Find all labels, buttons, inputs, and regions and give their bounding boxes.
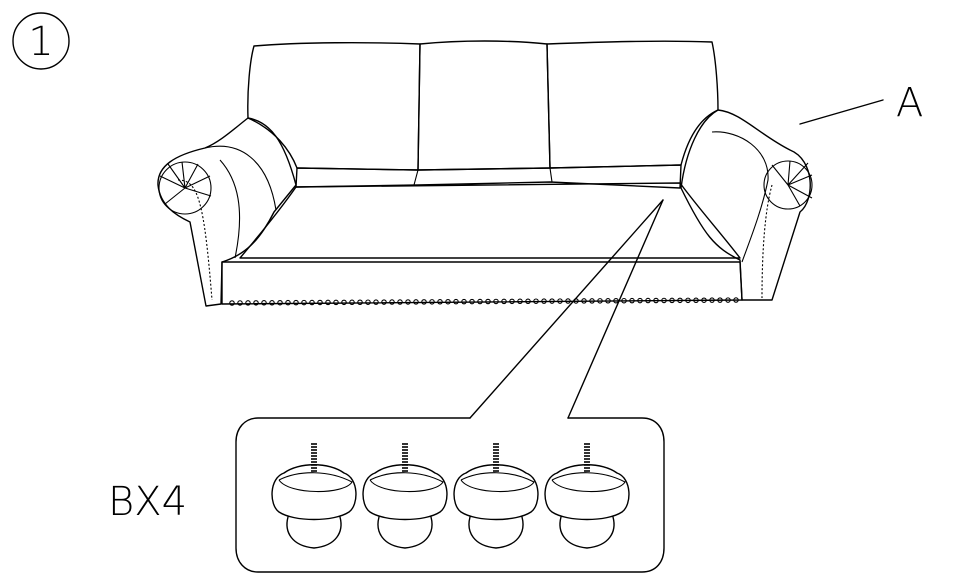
inset-leader: [469, 199, 664, 419]
sofa-leg-3: [453, 443, 539, 549]
step-number-badge: 1: [12, 12, 70, 70]
back-cushion-right: [546, 40, 719, 169]
legs-inset-box: [235, 417, 665, 573]
sofa-drawing: [157, 40, 813, 307]
part-a-callout: A: [799, 80, 923, 126]
nailhead-trim: [229, 297, 739, 306]
back-cushion-middle: [417, 40, 551, 171]
right-arm: [680, 109, 811, 301]
part-a-label: A: [896, 80, 923, 126]
part-b-label: BX4: [108, 479, 187, 525]
front-rail: [221, 261, 743, 305]
sofa-leg-4: [544, 443, 630, 549]
back-cushion-left: [247, 41, 421, 171]
sofa-leg-2: [362, 443, 448, 549]
step-number: 1: [28, 19, 53, 65]
sofa-leg-1: [271, 443, 357, 549]
seat-deck: [239, 182, 741, 259]
